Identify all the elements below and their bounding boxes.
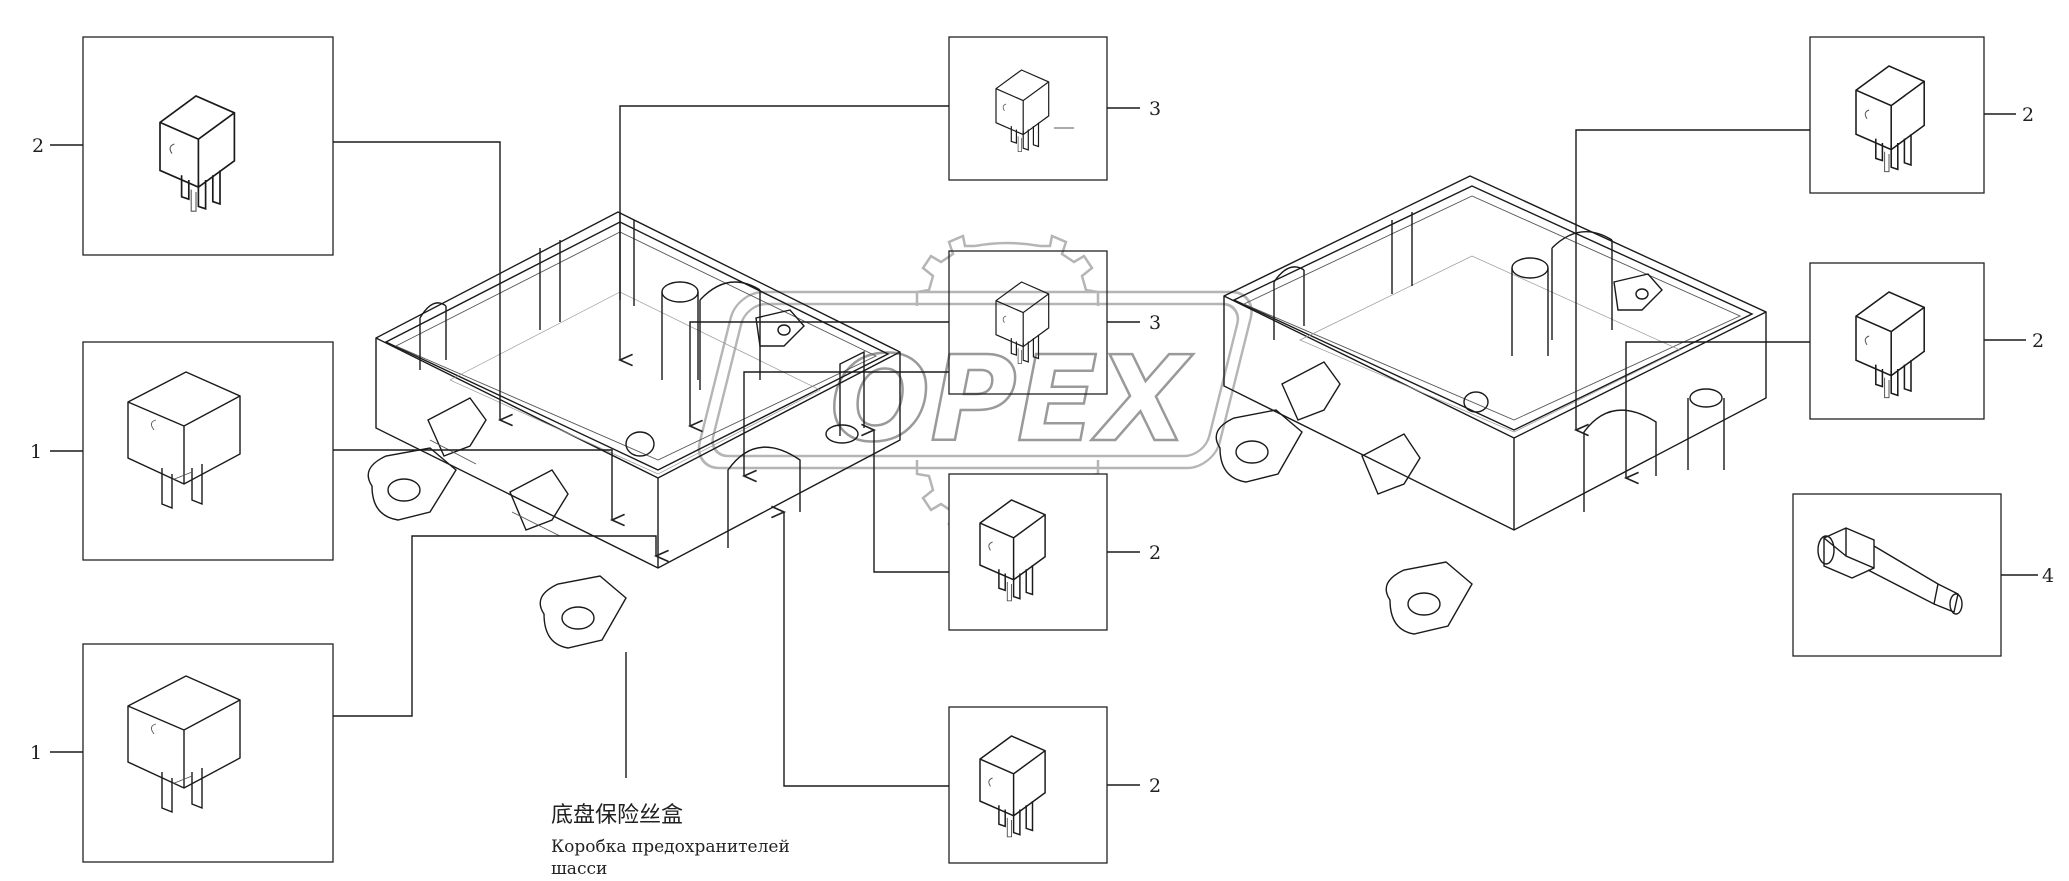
callout-label: 1: [30, 441, 42, 463]
caption-russian-line2: шасси: [551, 859, 607, 879]
part-box-bottom-center: [948, 706, 1108, 864]
chassis-fuse-box-left: [367, 211, 901, 649]
callout-label: 2: [2032, 330, 2044, 352]
callouts: 2 1 1 3 3 2 2 2 2 4: [30, 98, 2054, 797]
callout-label: 2: [32, 135, 44, 157]
callout-label: 3: [1149, 312, 1161, 334]
part-box-bottom-left: [82, 643, 334, 863]
part-box-top-center: [948, 36, 1108, 181]
sensor-icon: [1817, 527, 1963, 615]
part-box-top-right: [1809, 36, 1985, 194]
chassis-fuse-box-right: [1215, 175, 1767, 635]
callout-label: 2: [2022, 104, 2034, 126]
callout-label: 2: [1149, 775, 1161, 797]
part-box-sensor: [1792, 493, 2002, 657]
callout-label: 1: [30, 742, 42, 764]
part-box-center-lower: [948, 473, 1108, 631]
leader-lines: [333, 105, 1810, 787]
callout-label: 3: [1149, 98, 1161, 120]
caption-russian-line1: Коробка предохранителей: [551, 837, 790, 857]
fuse-box-caption: 底盘保险丝盒 Коробка предохранителей шасси: [551, 803, 790, 879]
part-box-mid-left: [82, 341, 334, 561]
callout-label: 2: [1149, 542, 1161, 564]
callout-label: 4: [2042, 565, 2054, 587]
part-box-top-left: [82, 36, 334, 256]
part-box-mid-right: [1809, 262, 1985, 420]
caption-chinese: 底盘保险丝盒: [551, 803, 683, 828]
